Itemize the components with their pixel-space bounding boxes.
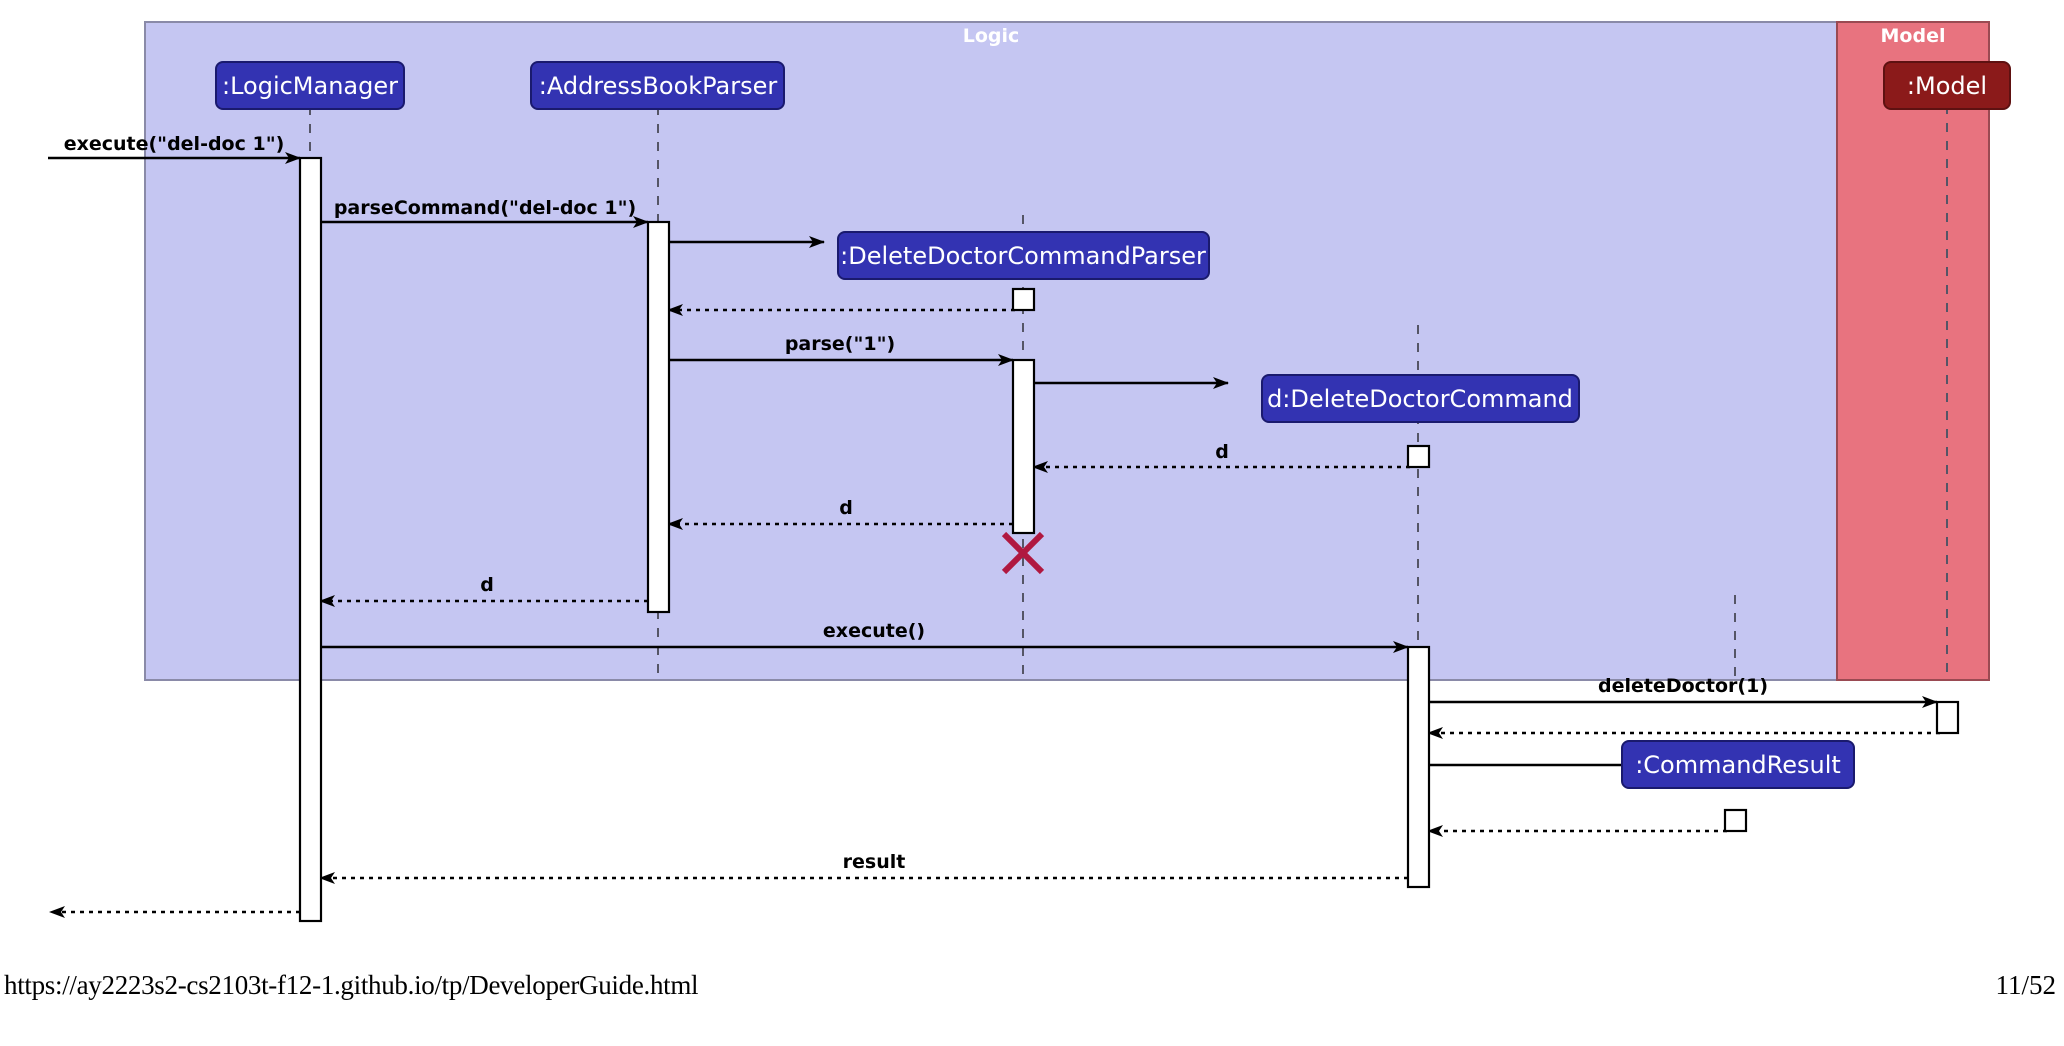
- participant-box[interactable]: [1261, 374, 1580, 423]
- activation-addressBookParser: [646, 220, 671, 614]
- model-frame: Model: [1836, 21, 1990, 681]
- activation-deleteDoctorCommandParser-parse: [1011, 358, 1036, 535]
- message-label: deleteDoctor(1): [1598, 675, 1768, 697]
- logic-frame-body: [144, 21, 1838, 681]
- message-deleteDoctor: deleteDoctor(1): [1430, 675, 1938, 708]
- message-parseCommand: parseCommand("del-doc 1"): [322, 197, 649, 228]
- participant-logicManager[interactable]: :LogicManager: [215, 61, 405, 110]
- message-execute-command: execute(): [322, 620, 1409, 653]
- message-result: result: [319, 851, 1408, 884]
- message-label: d: [480, 574, 494, 596]
- message-label: parseCommand("del-doc 1"): [334, 197, 636, 219]
- message-label: parse("1"): [785, 333, 895, 355]
- activation-deleteDoctorCommandParser-create: [1011, 287, 1036, 312]
- participant-box[interactable]: [837, 231, 1210, 280]
- destroy-marker-deleteDoctorCommandParser: [1001, 531, 1045, 575]
- participant-deleteDoctorCommandParser[interactable]: :DeleteDoctorCommandParser: [837, 231, 1210, 280]
- destroy-stroke-b: [1001, 531, 1045, 575]
- participant-label: d:DeleteDoctorCommand: [1267, 385, 1573, 413]
- model-frame-body: [1836, 21, 1990, 681]
- logic-frame-label: Logic: [963, 25, 1020, 47]
- message-parse: parse("1"): [670, 333, 1014, 366]
- footer-url: https://ay2223s2-cs2103t-f12-1.github.io…: [4, 970, 699, 1000]
- participant-deleteDoctorCommand[interactable]: d:DeleteDoctorCommand: [1261, 374, 1580, 423]
- activation-bars: [298, 156, 1960, 923]
- participant-box[interactable]: [1621, 740, 1855, 789]
- message-label: result: [843, 851, 906, 873]
- message-label: d: [839, 497, 853, 519]
- participant-label: :AddressBookParser: [539, 72, 778, 100]
- page-footer: https://ay2223s2-cs2103t-f12-1.github.io…: [0, 956, 2064, 1046]
- activation-model: [1935, 700, 1960, 735]
- participant-label: :CommandResult: [1635, 751, 1841, 779]
- message-label: execute("del-doc 1"): [64, 133, 285, 155]
- footer-page-number: 11/52: [1995, 970, 2057, 1000]
- participant-label: :DeleteDoctorCommandParser: [840, 242, 1206, 270]
- participant-box[interactable]: [215, 61, 405, 110]
- participant-label: :Model: [1907, 72, 1987, 100]
- message-label: execute(): [823, 620, 925, 642]
- participant-addressBookParser[interactable]: :AddressBookParser: [530, 61, 785, 110]
- logic-frame: Logic: [144, 21, 1838, 681]
- participant-box[interactable]: [530, 61, 785, 110]
- model-frame-label: Model: [1881, 25, 1946, 47]
- activation-logicManager: [298, 156, 323, 923]
- sequence-diagram: Logic Model execute("del-doc 1") parseCo…: [48, 21, 2011, 923]
- activation-deleteDoctorCommand-execute: [1406, 645, 1431, 889]
- participant-box[interactable]: [1883, 61, 2011, 110]
- participant-commandResult[interactable]: :CommandResult: [1621, 740, 1855, 789]
- message-return-d-command: d: [1032, 441, 1410, 473]
- message-return-d-parser: d: [667, 497, 1013, 530]
- message-return-d-logic: d: [319, 574, 648, 607]
- participant-label: :LogicManager: [222, 72, 398, 100]
- participant-model[interactable]: :Model: [1883, 61, 2011, 110]
- message-execute-entry: execute("del-doc 1"): [48, 133, 301, 164]
- activation-deleteDoctorCommand-create: [1406, 444, 1431, 469]
- activation-commandResult: [1723, 808, 1748, 833]
- message-label: d: [1215, 441, 1229, 463]
